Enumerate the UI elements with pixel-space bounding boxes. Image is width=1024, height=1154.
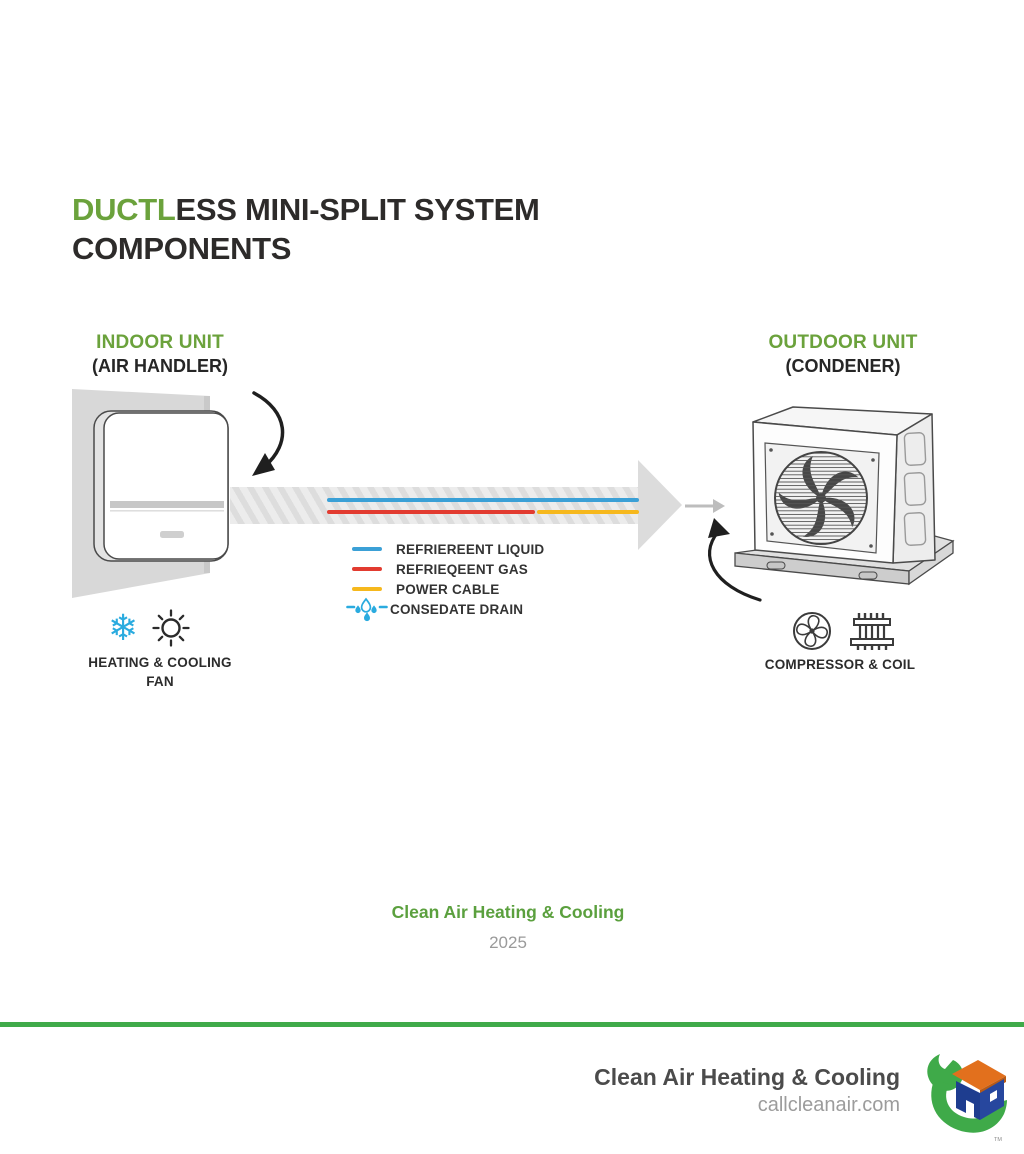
footer-company: Clean Air Heating & Cooling bbox=[594, 1064, 900, 1090]
coil-icon bbox=[850, 613, 894, 650]
footer-website: callcleanair.com bbox=[757, 1094, 900, 1116]
indoor-unit-label: INDOOR UNIT (AIR HANDLER) bbox=[50, 332, 270, 377]
power-cable-swatch bbox=[352, 587, 382, 591]
outdoor-unit-title: OUTDOOR UNIT bbox=[768, 332, 918, 353]
outdoor-curved-arrow-icon bbox=[707, 518, 762, 602]
flow-arrow-icon bbox=[685, 499, 725, 513]
footer-text: Clean Air Heating & Cooling callcleanair… bbox=[380, 1064, 900, 1117]
indoor-feature-icons: ❄ bbox=[108, 608, 190, 648]
sun-icon bbox=[152, 609, 190, 647]
legend-label: CONSEDATE DRAIN bbox=[390, 601, 524, 617]
legend-item-refrigerant-gas: REFRIEQEENT GAS bbox=[352, 559, 544, 579]
legend-item-refrigerant-liquid: REFRIEREENT LIQUID bbox=[352, 539, 544, 559]
indoor-caption-line1: HEATING & COOLING bbox=[88, 655, 232, 670]
outdoor-feature-icons bbox=[791, 610, 895, 652]
attribution: Clean Air Heating & Cooling 2025 bbox=[308, 902, 708, 953]
legend-label: REFRIEQEENT GAS bbox=[396, 561, 529, 577]
refrigerant-gas-line bbox=[327, 510, 535, 514]
refrigerant-gas-swatch bbox=[352, 567, 382, 571]
outdoor-caption-text: COMPRESSOR & COIL bbox=[764, 657, 916, 672]
water-droplets-icon bbox=[346, 597, 388, 622]
conduit-band bbox=[230, 487, 640, 524]
legend-item-power-cable: POWER CABLE bbox=[352, 579, 544, 599]
trademark-symbol: TM bbox=[994, 1137, 1002, 1143]
title-rest: ESS MINI-SPLIT SYSTEM bbox=[175, 192, 540, 227]
refrigerant-liquid-line bbox=[327, 498, 639, 502]
legend-label: REFRIEREENT LIQUID bbox=[396, 541, 545, 557]
refrigerant-liquid-swatch bbox=[352, 547, 382, 551]
indoor-unit-title: INDOOR UNIT bbox=[96, 332, 224, 353]
attribution-company: Clean Air Heating & Cooling bbox=[391, 902, 625, 922]
indoor-caption: HEATING & COOLING FAN bbox=[40, 653, 280, 691]
outdoor-unit-subtitle: (CONDENER) bbox=[785, 356, 901, 376]
compressor-fan-icon bbox=[793, 612, 831, 650]
title-highlight: DUCTL bbox=[72, 192, 176, 227]
power-cable-line bbox=[537, 510, 639, 514]
legend: REFRIEREENT LIQUID REFRIEQEENT GAS POWER… bbox=[346, 539, 544, 622]
indoor-unit-illustration bbox=[72, 389, 285, 598]
outdoor-unit-label: OUTDOOR UNIT (CONDENER) bbox=[733, 332, 953, 377]
company-logo: TM bbox=[927, 1054, 1007, 1143]
title-line2: COMPONENTS bbox=[72, 231, 292, 266]
indoor-unit-subtitle: (AIR HANDLER) bbox=[92, 356, 228, 376]
outdoor-caption: COMPRESSOR & COIL bbox=[730, 655, 950, 674]
page-title: DUCTLESS MINI-SPLIT SYSTEM COMPONENTS bbox=[72, 190, 712, 268]
snowflake-icon: ❄ bbox=[108, 607, 139, 648]
attribution-year: 2025 bbox=[489, 933, 527, 952]
footer-divider bbox=[0, 1022, 1024, 1027]
legend-label: POWER CABLE bbox=[396, 581, 500, 597]
outdoor-unit-illustration bbox=[734, 406, 955, 586]
indoor-caption-line2: FAN bbox=[146, 674, 174, 689]
legend-item-condensate-drain: CONSEDATE DRAIN bbox=[346, 597, 544, 622]
conduit-arrowhead bbox=[638, 460, 682, 550]
